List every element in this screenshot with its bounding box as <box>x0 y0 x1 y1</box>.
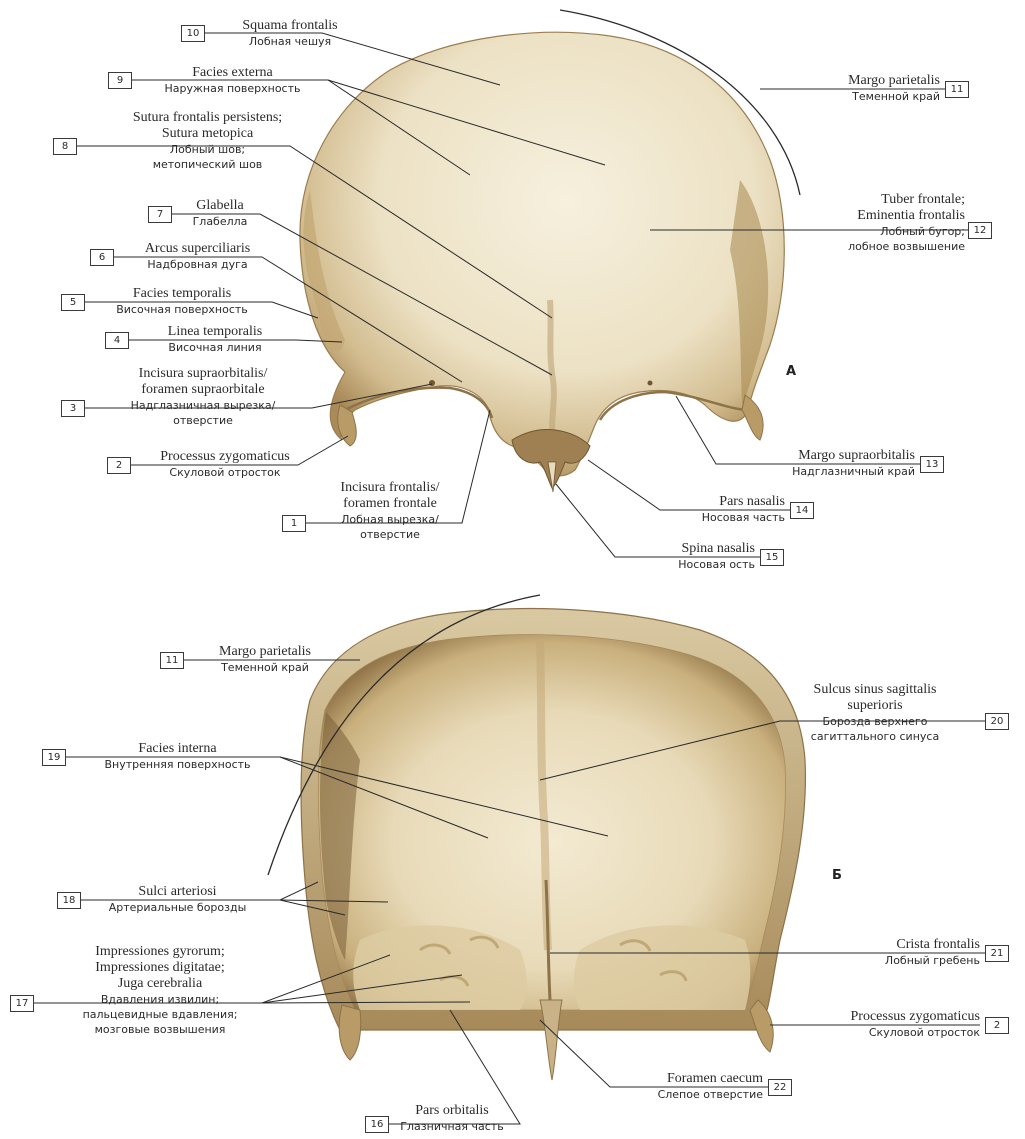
label-sulci-arteriosi: Sulci arteriosi Артериальные борозды <box>80 884 275 915</box>
ethmoid-notch-spine <box>540 1000 562 1080</box>
label-12-number: 12 <box>968 222 992 239</box>
label-sulcus-sinus-sagittalis: Sulcus sinus sagittalis superioris Бороз… <box>770 682 980 744</box>
label-3-number: 3 <box>61 400 85 417</box>
label-facies-externa: Facies externa Наружная поверхность <box>125 65 340 96</box>
label-margo-parietalis-b: Margo parietalis Теменной край <box>180 644 350 675</box>
label-18-number: 18 <box>57 892 81 909</box>
label-squama-frontalis: Squama frontalis Лобная чешуя <box>200 18 380 49</box>
label-sutura-metopica: Sutura frontalis persistens; Sutura meto… <box>80 110 335 172</box>
metopic-suture <box>550 300 554 440</box>
label-facies-temporalis: Facies temporalis Височная поверхность <box>82 286 282 317</box>
label-15-number: 15 <box>760 549 784 566</box>
view-label-a: А <box>786 364 796 379</box>
label-arcus-superciliaris: Arcus superciliaris Надбровная дуга <box>115 241 280 272</box>
label-19-number: 19 <box>42 749 66 766</box>
label-spina-nasalis: Spina nasalis Носовая ость <box>605 541 755 572</box>
label-2b-number: 2 <box>985 1017 1009 1034</box>
label-14-number: 14 <box>790 502 814 519</box>
label-facies-interna: Facies interna Внутренняя поверхность <box>65 741 290 772</box>
frontal-squama-outline <box>300 32 784 476</box>
label-13-number: 13 <box>920 456 944 473</box>
label-processus-zygomaticus: Processus zygomaticus Скуловой отросток <box>125 449 325 480</box>
label-6-number: 6 <box>90 249 114 266</box>
view-label-b: Б <box>832 868 842 883</box>
label-4-number: 4 <box>105 332 129 349</box>
label-17-number: 17 <box>10 995 34 1012</box>
supraorbital-notch-right <box>648 381 653 386</box>
label-pars-orbitalis: Pars orbitalis Глазничная часть <box>382 1103 522 1134</box>
label-foramen-caecum: Foramen caecum Слепое отверстие <box>610 1071 763 1102</box>
label-11a-number: 11 <box>945 81 969 98</box>
view-a-bone <box>300 10 800 492</box>
label-incisura-frontalis: Incisura frontalis/ foramen frontale Лоб… <box>300 480 480 542</box>
supraorbital-notch <box>429 380 435 386</box>
label-21-number: 21 <box>985 945 1009 962</box>
label-incisura-supraorbitalis: Incisura supraorbitalis/ foramen supraor… <box>88 366 318 428</box>
label-22-number: 22 <box>768 1079 792 1096</box>
label-pars-nasalis: Pars nasalis Носовая часть <box>640 494 785 525</box>
label-margo-parietalis-a: Margo parietalis Теменной край <box>745 73 940 104</box>
label-margo-supraorbitalis: Margo supraorbitalis Надглазничный край <box>715 448 915 479</box>
zygomatic-process-b-left <box>339 1005 361 1060</box>
label-20-number: 20 <box>985 713 1009 730</box>
label-tuber-frontale: Tuber frontale; Eminentia frontalis Лобн… <box>765 192 965 254</box>
zygomatic-process-right <box>742 395 763 440</box>
label-glabella: Glabella Глабелла <box>160 198 280 229</box>
label-impressiones-gyrorum: Impressiones gyrorum; Impressiones digit… <box>35 944 285 1037</box>
label-8-number: 8 <box>53 138 77 155</box>
label-linea-temporalis: Linea temporalis Височная линия <box>135 324 295 355</box>
label-processus-zygomaticus-b: Processus zygomaticus Скуловой отросток <box>780 1009 980 1040</box>
label-crista-frontalis: Crista frontalis Лобный гребень <box>780 937 980 968</box>
